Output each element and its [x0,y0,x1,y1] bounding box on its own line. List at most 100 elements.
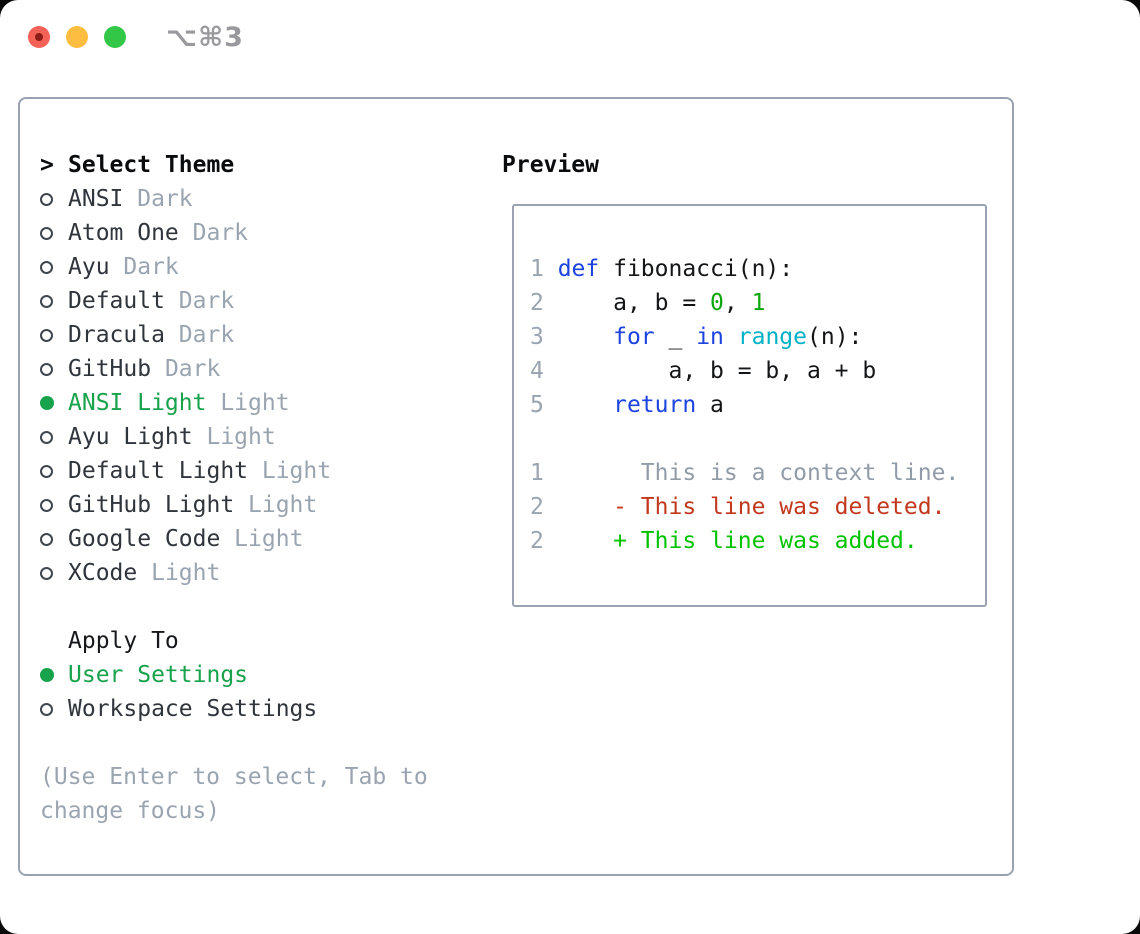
maximize-button-icon[interactable] [104,26,126,48]
radio-icon [40,668,68,682]
radio-unselected-icon [40,566,53,580]
code-line: 4 a, b = b, a + b [530,354,985,388]
theme-name: Google Code [68,526,221,552]
theme-picker-title: Select Theme [68,152,235,178]
radio-unselected-icon [40,464,53,478]
theme-name: Ayu Light [68,424,193,450]
code-line: 2 + This line was added. [530,524,985,558]
theme-variant: Light [220,526,304,552]
code-segment: 0 [710,290,724,316]
theme-name: GitHub [68,356,152,382]
preview-title: Preview [502,152,599,178]
theme-option[interactable]: GitHub Light Light [40,488,428,522]
radio-icon [40,498,68,512]
radio-icon [40,702,68,716]
radio-icon [40,362,68,376]
radio-unselected-icon [40,498,53,512]
theme-name: Atom One [68,220,179,246]
theme-option[interactable]: ANSI Dark [40,182,428,216]
close-button-icon[interactable] [28,26,50,48]
spacer-row [40,726,428,760]
prompt-marker: > [40,152,68,178]
line-number: 1 [530,460,558,486]
code-line: 5 return a [530,388,985,422]
apply-to-label: User Settings [68,662,249,688]
theme-variant: Light [248,458,332,484]
radio-unselected-icon [40,328,53,342]
code-segment: for [613,324,655,350]
code-line: 2 - This line was deleted. [530,490,985,524]
line-number: 2 [530,290,558,316]
theme-variant: Light [137,560,221,586]
hint-text: change focus) [40,798,221,824]
code-segment [724,324,738,350]
theme-option[interactable]: ANSI Light Light [40,386,428,420]
theme-variant: Dark [164,288,235,314]
prompt-icon: > [40,152,54,178]
theme-option[interactable]: Google Code Light [40,522,428,556]
code-segment: a, b = [557,290,711,316]
code-segment: 1 [751,290,766,316]
theme-variant: Dark [151,356,221,382]
code-segment: return [613,392,697,418]
theme-option[interactable]: Default Dark [40,284,428,318]
theme-variant: Light [192,424,276,450]
code-segment: def [557,256,600,282]
theme-name: Default [68,288,165,314]
theme-name: XCode [68,560,138,586]
code-line: 3 for _ in range(n): [530,320,985,354]
radio-icon [40,464,68,478]
code-segment: , [723,290,752,316]
code-segment: fibonacci(n): [599,256,794,282]
apply-to-option[interactable]: Workspace Settings [40,692,428,726]
spacer-row [40,590,428,624]
line-number: 2 [530,494,558,520]
radio-icon [40,294,68,308]
theme-option[interactable]: Ayu Dark [40,250,428,284]
radio-unselected-icon [40,294,53,308]
radio-icon [40,260,68,274]
radio-unselected-icon [40,532,53,546]
code-segment: (n): [807,324,863,350]
apply-to-header: Apply To [40,624,428,658]
line-number: 3 [530,324,558,350]
radio-selected-icon [40,668,54,682]
theme-option[interactable]: Dracula Dark [40,318,428,352]
line-number: 2 [530,528,558,554]
theme-name: Ayu [68,254,110,280]
code-segment: in [696,324,724,350]
code-line: 1 def fibonacci(n): [530,252,985,286]
theme-name: Dracula [68,322,165,348]
radio-unselected-icon [40,260,53,274]
radio-icon [40,396,68,410]
radio-unselected-icon [40,702,53,716]
code-segment: a, b = b, a + b [557,358,877,384]
code-segment [558,324,613,350]
apply-to-option[interactable]: User Settings [40,658,428,692]
theme-option[interactable]: Atom One Dark [40,216,428,250]
radio-icon [40,226,68,240]
code-preview: 1 def fibonacci(n): 2 a, b = 0, 1 3 for _ … [514,206,985,558]
radio-icon [40,566,68,580]
minimize-button-icon[interactable] [66,26,88,48]
theme-option[interactable]: Ayu Light Light [40,420,428,454]
theme-picker-header: > Select Theme [40,148,428,182]
code-segment: This is a context line. [557,460,960,486]
window-shortcut-label: ⌥⌘3 [166,21,244,53]
line-number: 1 [530,256,558,282]
code-segment: + This line was added. [557,528,918,554]
code-segment: range [737,324,807,350]
theme-option[interactable]: Default Light Light [40,454,428,488]
line-number: 5 [530,392,558,418]
titlebar: ⌥⌘3 [28,22,244,53]
hint-text: (Use Enter to select, Tab to [40,764,428,790]
theme-variant: Dark [164,322,235,348]
code-segment [558,392,613,418]
radio-icon [40,192,68,206]
theme-option[interactable]: GitHub Dark [40,352,428,386]
theme-option[interactable]: XCode Light [40,556,428,590]
line-number [530,426,558,452]
theme-name: ANSI Light [68,390,207,416]
